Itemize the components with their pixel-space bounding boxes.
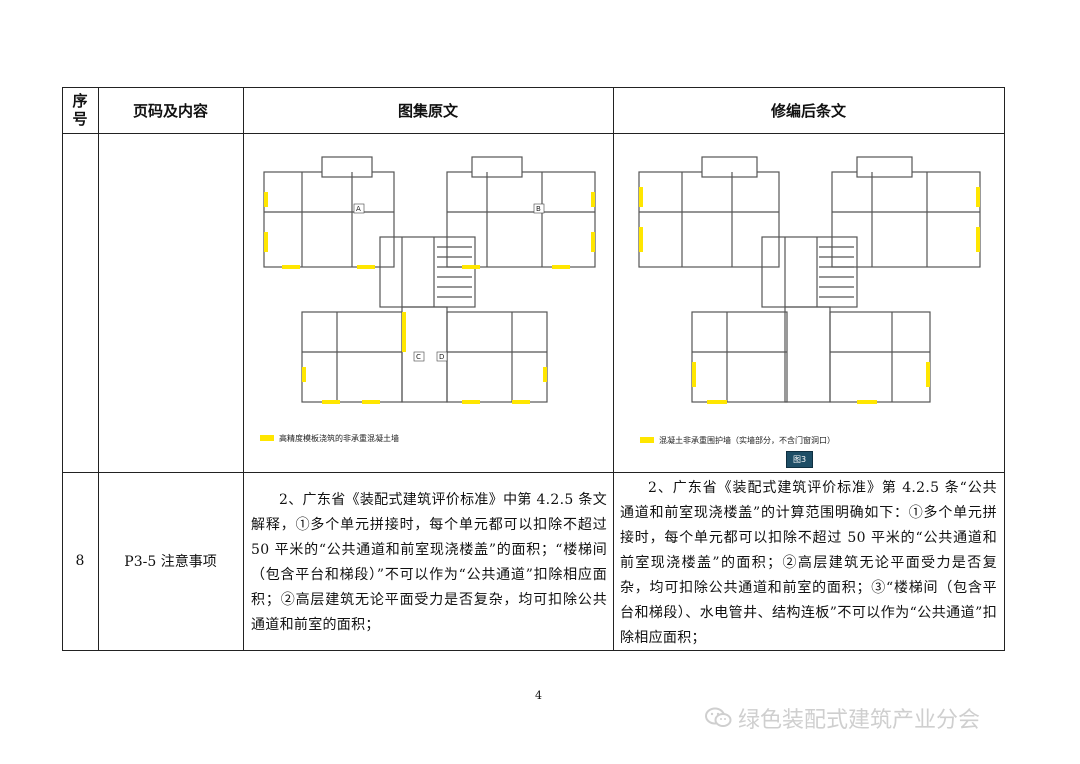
figure-label-badge: 图3 <box>786 451 814 468</box>
revised-floor-plan <box>638 156 981 404</box>
room-label-b: B <box>536 205 541 213</box>
revised-legend-swatch <box>640 437 654 443</box>
table-border-top <box>62 87 1005 88</box>
wechat-icon <box>705 707 732 727</box>
header-seq-char2: 号 <box>72 110 88 128</box>
table-border-right <box>1004 87 1005 651</box>
row-number: 8 <box>75 553 85 569</box>
watermark-text: 绿色装配式建筑产业分会 <box>738 708 981 733</box>
header-page-content: 页码及内容 <box>132 101 208 120</box>
room-label-a: A <box>356 205 361 213</box>
header-seq-char1: 序 <box>72 92 88 110</box>
header-revised: 修编后条文 <box>770 101 846 120</box>
col-divider-3 <box>613 87 614 651</box>
original-floor-plan: A B C D <box>263 156 596 404</box>
original-legend-swatch <box>260 435 274 441</box>
table-header-divider <box>62 133 1005 134</box>
room-label-d: D <box>439 353 444 361</box>
table-border-bottom <box>62 650 1005 651</box>
original-clause-text: 2、广东省《装配式建筑评价标准》中第 4.2.5 条文解释，①多个单元拼接时，每… <box>251 492 607 633</box>
col-divider-2 <box>243 87 244 651</box>
header-seq: 序 号 <box>62 87 98 133</box>
revised-clause-text: 2、广东省《装配式建筑评价标准》第 4.2.5 条“公共通道和前室现浇楼盖”的计… <box>620 480 997 646</box>
header-original: 图集原文 <box>397 101 458 120</box>
regulation-table: 序 号 页码及内容 图集原文 修编后条文 <box>62 87 1005 651</box>
table-border-left <box>62 87 63 651</box>
row-page-content: P3-5 注意事项 <box>124 554 217 570</box>
table-row-divider <box>62 472 1005 473</box>
revised-legend-text: 混凝土非承重围护墙（实墙部分，不含门窗洞口） <box>659 436 835 445</box>
watermark: 绿色装配式建筑产业分会 <box>704 702 980 734</box>
col-divider-1 <box>98 87 99 651</box>
original-legend-text: 高精度模板浇筑的非承重混凝土墙 <box>279 434 399 443</box>
page-number: 4 <box>535 689 542 702</box>
room-label-c: C <box>416 353 421 361</box>
